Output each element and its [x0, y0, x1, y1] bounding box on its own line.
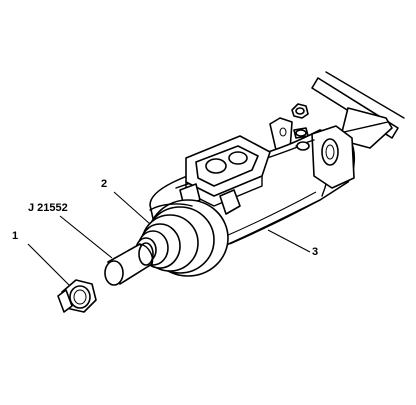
leader-lines — [27, 191, 311, 287]
leader-tool — [59, 215, 113, 259]
leader-2 — [113, 191, 151, 225]
top-flange — [185, 135, 271, 207]
callout-2: 2 — [101, 178, 108, 190]
fitting-nut — [291, 103, 309, 139]
seal-installer-tool — [104, 242, 154, 286]
callout-3: 3 — [312, 246, 319, 258]
mounting-bracket — [269, 117, 293, 151]
callout-tool-j21552: J 21552 — [28, 202, 68, 214]
plug-cap — [57, 279, 97, 313]
leader-3 — [267, 229, 311, 253]
leader-1 — [27, 243, 71, 287]
callout-1: 1 — [12, 230, 19, 242]
